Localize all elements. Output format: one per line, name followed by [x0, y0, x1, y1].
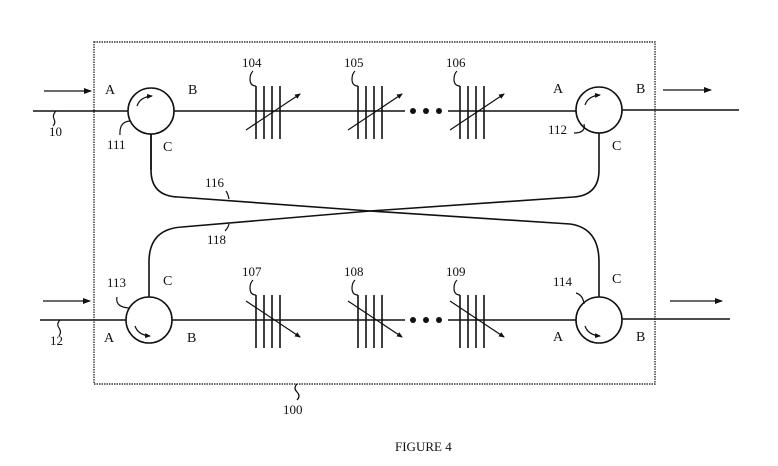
- circulator-114: [576, 297, 622, 343]
- tuning-arrow-icon: [348, 94, 402, 130]
- grating-label: 108: [344, 264, 364, 279]
- circulator-113-port-b: B: [187, 331, 196, 346]
- circulator-body: [128, 88, 174, 134]
- grating-leader: [250, 71, 256, 86]
- circulation-arrow-icon: [585, 326, 600, 336]
- grating-leader: [454, 280, 460, 295]
- circulator-112: [576, 87, 622, 133]
- gratings-top-row: 104 105 106: [242, 55, 504, 139]
- grating-leader: [250, 280, 256, 295]
- tuning-arrow-icon: [348, 301, 402, 337]
- circulator-111-leader: [120, 121, 131, 135]
- fiber-bragg-grating-107: 107: [242, 264, 300, 348]
- circulator-112-port-a: A: [553, 82, 564, 97]
- fiber-118-label: 118: [207, 232, 226, 247]
- fiber-116-leader: [226, 191, 229, 199]
- circulator-111-port-a: A: [105, 83, 116, 98]
- ellipsis-bottom: [410, 317, 442, 323]
- crossing-fiber-116: [151, 133, 599, 211]
- circulator-113-label: 113: [107, 275, 126, 290]
- grating-label: 106: [446, 55, 466, 70]
- circulator-114-port-b: B: [636, 330, 645, 345]
- module-leader: [295, 384, 299, 400]
- fiber-118-leader: [225, 224, 229, 231]
- fiber-top-label: 10: [49, 124, 62, 139]
- circulator-113-leader: [117, 297, 129, 308]
- ellipsis-top: [410, 108, 442, 114]
- circulator-body: [576, 87, 622, 133]
- circulation-arrow-icon: [135, 326, 150, 336]
- circulator-112-label: 112: [548, 122, 567, 137]
- figure-caption: FIGURE 4: [395, 439, 452, 454]
- fiber-bottom-label: 12: [50, 333, 63, 348]
- circulator-113-port-c: C: [163, 274, 172, 289]
- tuning-arrow-icon: [246, 301, 300, 337]
- circulator-113: [126, 297, 172, 343]
- circulator-111-label: 111: [107, 137, 126, 152]
- grating-label: 105: [344, 55, 364, 70]
- tuning-arrow-icon: [450, 94, 504, 130]
- grating-leader: [454, 71, 460, 86]
- grating-label: 104: [242, 55, 262, 70]
- circulator-112-port-c: C: [612, 139, 621, 154]
- fiber-bragg-grating-108: 108: [344, 264, 402, 348]
- grating-leader: [352, 280, 358, 295]
- circulator-111-port-c: C: [163, 140, 172, 155]
- crossing-fiber-118: [149, 211, 599, 297]
- module-label: 100: [283, 402, 303, 417]
- fiber-bragg-grating-106: 106: [446, 55, 504, 139]
- circulation-arrow-icon: [137, 96, 152, 106]
- circulator-114-port-c: C: [612, 272, 621, 287]
- circulator-112-port-b: B: [636, 82, 645, 97]
- tuning-arrow-icon: [450, 301, 504, 337]
- circulation-arrow-icon: [585, 95, 600, 105]
- circulator-113-port-a: A: [104, 331, 115, 346]
- gratings-bottom-row: 107 108 109: [242, 264, 504, 348]
- circulator-114-leader: [576, 293, 584, 304]
- grating-label: 109: [446, 264, 466, 279]
- fiber-116-label: 116: [205, 175, 225, 190]
- grating-label: 107: [242, 264, 262, 279]
- circulator-111-port-b: B: [188, 83, 197, 98]
- fiber-bragg-grating-109: 109: [446, 264, 504, 348]
- grating-leader: [352, 71, 358, 86]
- tuning-arrow-icon: [246, 94, 300, 130]
- circulator-114-label: 114: [553, 274, 573, 289]
- fiber-bragg-grating-104: 104: [242, 55, 300, 139]
- circulator-114-port-a: A: [553, 330, 564, 345]
- fiber-bragg-grating-105: 105: [344, 55, 402, 139]
